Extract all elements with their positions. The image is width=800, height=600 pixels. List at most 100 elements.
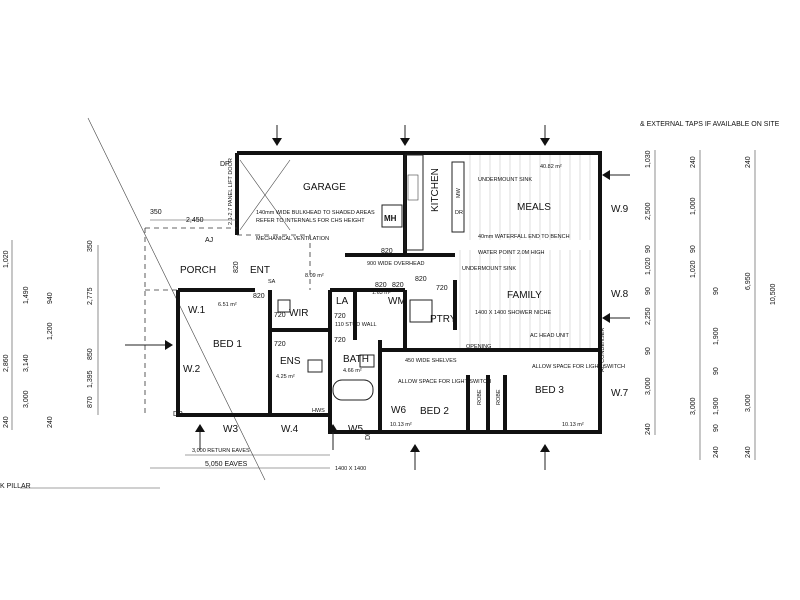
room-family: FAMILY xyxy=(507,290,542,301)
note-waterfall: 40mm WATERFALL END TO BENCH xyxy=(478,234,570,240)
right-b-9: 90 xyxy=(713,424,720,432)
far-left-dim-4: 2,860 xyxy=(3,354,10,372)
window-w1: W.1 xyxy=(188,305,206,316)
right-a-1: 1,030 xyxy=(645,150,652,168)
right-b-7: 90 xyxy=(713,367,720,375)
kitchen-bench xyxy=(404,154,424,251)
room-ens: ENS xyxy=(280,356,301,367)
room-bed2: BED 2 xyxy=(420,406,449,417)
door-tag-1: 820 xyxy=(381,248,393,255)
ens-toilet xyxy=(307,359,323,373)
window-w5: W5 xyxy=(348,424,363,435)
area-bed3: 10.13 m² xyxy=(562,422,584,428)
note-undermount-1: UNDERMOUNT SINK xyxy=(478,177,532,183)
right-a-6: 2,250 xyxy=(645,307,652,325)
garage-door-swing-2 xyxy=(239,159,291,231)
note-shelves: 450 WIDE SHELVES xyxy=(405,358,457,364)
room-bed1: BED 1 xyxy=(213,339,242,350)
window-w3: W3 xyxy=(223,424,238,435)
door-tag-9: 720 xyxy=(436,285,448,292)
footer-note: K PILLAR xyxy=(0,483,31,490)
note-ac-condenser: AC CONDENSER xyxy=(600,328,606,372)
header-note: & EXTERNAL TAPS IF AVAILABLE ON SITE xyxy=(640,121,780,128)
room-wm: WM xyxy=(388,296,406,307)
room-la: LA xyxy=(336,296,349,307)
far-left-dim-8: 3,000 xyxy=(23,390,30,408)
note-switch-2: ALLOW SPACE FOR LIGHT SWITCH xyxy=(532,364,625,370)
note-internals: REFER TO INTERNALS FOR CHS HEIGHT xyxy=(256,218,365,224)
right-b-11: 240 xyxy=(713,446,720,458)
room-kitchen: KITCHEN xyxy=(430,168,441,212)
right-a-2: 2,500 xyxy=(645,202,652,220)
door-tag-5: 720 xyxy=(274,312,286,319)
door-tag-7: 720 xyxy=(334,313,346,320)
door-tag-10: 820 xyxy=(233,261,240,273)
left-dim-5: 870 xyxy=(87,396,94,408)
right-b-1: 240 xyxy=(690,156,697,168)
window-w2: W.2 xyxy=(183,364,201,375)
bath-basin xyxy=(359,354,375,368)
area-garage: 8.09 m² xyxy=(305,273,324,279)
bathtub xyxy=(332,379,374,401)
laundry-tub xyxy=(409,299,433,323)
room-mh: MH xyxy=(384,214,397,223)
area-ens: 4.25 m² xyxy=(276,374,295,380)
area-bath: 4.66 m² xyxy=(343,368,362,374)
note-wide-overhead: 900 WIDE OVERHEAD xyxy=(367,261,424,267)
far-left-dim-1: 1,020 xyxy=(3,250,10,268)
right-a-7: 90 xyxy=(645,347,652,355)
floor-hatching xyxy=(459,155,591,350)
note-stud-wall: 110 STUD WALL xyxy=(335,322,377,328)
room-ptry: PTRY xyxy=(430,314,457,325)
area-bed1: 6.51 m² xyxy=(218,302,237,308)
area-bed2: 10.13 m² xyxy=(390,422,412,428)
far-left-dim-9: 240 xyxy=(47,416,54,428)
door-tag-11: 820 xyxy=(415,276,427,283)
right-a-8: 3,000 xyxy=(645,377,652,395)
right-c-5: 240 xyxy=(745,446,752,458)
door-tag-8: 720 xyxy=(334,337,346,344)
right-c-2: 6,950 xyxy=(745,272,752,290)
right-c-1: 240 xyxy=(745,156,752,168)
oven xyxy=(407,174,419,201)
room-garage: GARAGE xyxy=(303,182,346,193)
right-c-3: 10,500 xyxy=(770,283,777,305)
note-mech-vent: MECHANICAL VENTILATION xyxy=(256,236,329,242)
right-a-4: 1,020 xyxy=(645,257,652,275)
area-meals: 40.82 m² xyxy=(540,164,562,170)
note-bath-size: 1400 X 1400 xyxy=(335,466,366,472)
right-a-3: 90 xyxy=(645,245,652,253)
tag-hws: HWS xyxy=(312,408,325,414)
right-a-9: 240 xyxy=(645,423,652,435)
interior-walls xyxy=(268,153,600,432)
note-switch-1: ALLOW SPACE FOR LIGHT SWITCH xyxy=(398,379,491,385)
left-dim-2: 2,775 xyxy=(87,287,94,305)
note-undermount-2: UNDERMOUNT SINK xyxy=(462,266,516,272)
right-b-4: 1,020 xyxy=(690,260,697,278)
right-b-6: 1,900 xyxy=(713,327,720,345)
tag-dp-1: DP xyxy=(220,161,230,168)
door-tag-2: 820 xyxy=(375,282,387,289)
island-bench xyxy=(451,161,465,233)
right-a-5: 90 xyxy=(645,287,652,295)
room-bath: BATH xyxy=(343,354,369,365)
note-opening: OPENING xyxy=(466,344,491,350)
room-ent: ENT xyxy=(250,265,270,276)
right-b-3: 90 xyxy=(690,245,697,253)
note-water-point: WATER POINT 2.0M HIGH xyxy=(478,250,545,256)
top-dim-2: 2,450 xyxy=(186,217,204,224)
far-left-dim-7: 240 xyxy=(3,416,10,428)
right-b-2: 1,000 xyxy=(690,197,697,215)
left-dim-3: 850 xyxy=(87,348,94,360)
far-left-dim-5: 3,140 xyxy=(23,354,30,372)
window-w9: W.9 xyxy=(611,204,629,215)
door-tag-6: 720 xyxy=(274,341,286,348)
bottom-dim-1: 3,000 RETURN EAVES xyxy=(192,448,250,454)
window-w4: W.4 xyxy=(281,424,299,435)
room-robe-2: ROBE xyxy=(496,389,502,405)
left-dim-1: 350 xyxy=(87,240,94,252)
far-left-dim-6: 1,200 xyxy=(47,322,54,340)
tag-dp-3: DP xyxy=(365,430,372,440)
room-bed3: BED 3 xyxy=(535,385,564,396)
